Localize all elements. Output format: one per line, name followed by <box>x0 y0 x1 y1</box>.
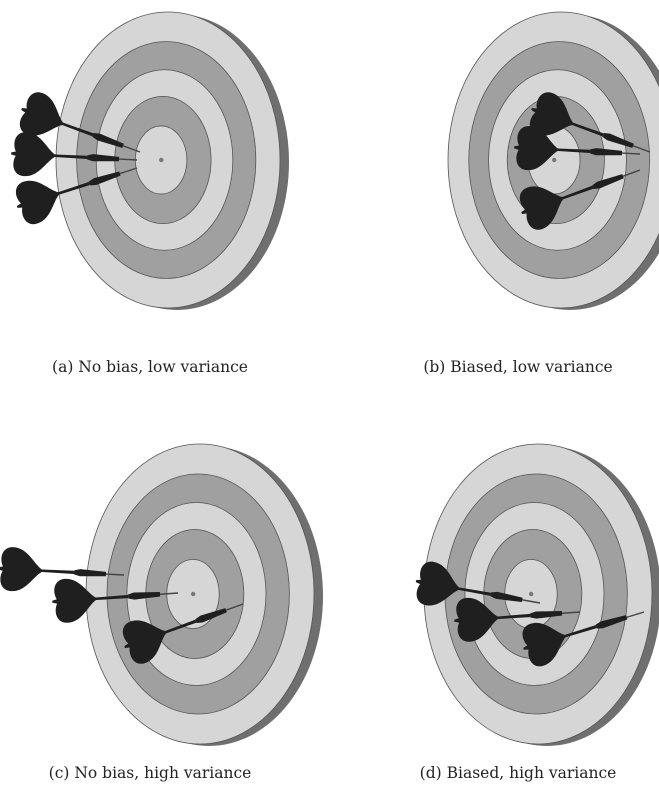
center-dot <box>159 158 163 162</box>
dartboard-panel-a <box>10 12 289 310</box>
center-dot <box>529 592 533 596</box>
caption-panel-a: (a) No bias, low variance <box>0 358 300 376</box>
caption-panel-d: (d) Biased, high variance <box>368 764 659 782</box>
dartboard-panel-d <box>412 444 659 746</box>
caption-panel-b: (b) Biased, low variance <box>368 358 659 376</box>
caption-panel-c: (c) No bias, high variance <box>0 764 300 782</box>
center-dot <box>191 592 195 596</box>
dartboard-panel-b <box>448 12 659 310</box>
center-dot <box>552 158 556 162</box>
dartboard-panel-c <box>0 444 323 746</box>
